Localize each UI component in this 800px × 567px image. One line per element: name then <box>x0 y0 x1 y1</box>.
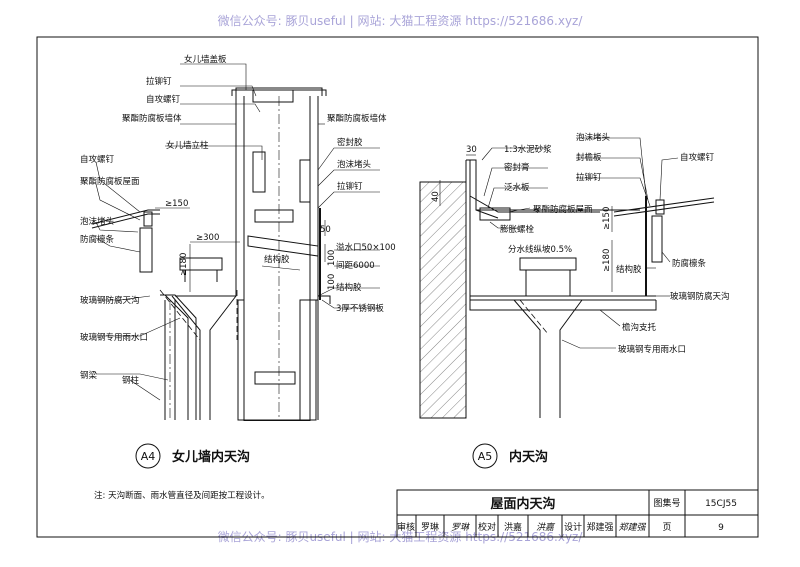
a4-struct-glue2-label: 结构胶 <box>336 282 362 293</box>
a5-drain-label: 玻璃钢专用雨水口 <box>618 344 686 355</box>
a5-support-label: 檐沟支托 <box>622 322 657 333</box>
a5-mortar-label: 1:3水泥砂浆 <box>504 144 552 155</box>
atlas-label: 图集号 <box>653 497 680 509</box>
a5-dim-180: ≥180 <box>602 249 612 272</box>
a4-post-label: 女儿墙立柱 <box>166 140 209 151</box>
a4-wall-left-label: 聚酯防腐板墙体 <box>122 113 182 124</box>
review-label: 审核 <box>397 521 415 533</box>
a5-title: 内天沟 <box>509 449 548 465</box>
a4-dim-50: 50 <box>320 225 331 235</box>
review-signature: 罗琳 <box>451 522 470 533</box>
a4-dim-150: ≥150 <box>165 199 188 209</box>
a4-struct-glue1-label: 结构胶 <box>264 254 290 265</box>
a4-screw-left-label: 自攻螺钉 <box>80 154 115 165</box>
a5-anchor-label: 膨胀螺栓 <box>500 224 535 235</box>
a4-spacing-label: 间距6000 <box>336 261 375 271</box>
a4-foam-right-label: 泡沫堵头 <box>337 159 372 170</box>
a5-flashing-label: 泛水板 <box>504 182 530 193</box>
a5-rivet-label: 拉铆钉 <box>576 172 602 183</box>
a5-labels: 1:3水泥砂浆 密封膏 泛水板 聚酯防腐板屋面 膨胀螺栓 分水线纵坡0.5% 泡… <box>431 132 730 355</box>
a4-coping-label: 女儿墙盖板 <box>184 54 227 65</box>
a4-caption: A4 女儿墙内天沟 <box>135 443 250 469</box>
page-label: 页 <box>662 522 671 533</box>
design-signature: 郑建强 <box>618 522 646 533</box>
a4-wall-right-label: 聚酯防腐板墙体 <box>327 113 387 124</box>
a4-gutter-label: 玻璃钢防腐天沟 <box>80 295 140 306</box>
review-name: 罗琳 <box>421 521 439 533</box>
a4-marker: A4 <box>141 450 156 463</box>
a4-sealant-label: 密封胶 <box>337 137 363 148</box>
note-text: 注: 天沟断面、雨水管直径及间距按工程设计。 <box>94 490 270 501</box>
a4-beam-label: 钢梁 <box>80 370 98 381</box>
page-number: 9 <box>718 523 724 533</box>
a5-struct-glue-label: 结构胶 <box>616 264 642 275</box>
a5-screw-label: 自攻螺钉 <box>680 152 715 163</box>
a4-drain-label: 玻璃钢专用雨水口 <box>80 332 148 343</box>
a4-column-label: 钢柱 <box>122 375 140 386</box>
a5-roof-panel-label: 聚酯防腐板屋面 <box>533 204 593 215</box>
a5-dim-30: 30 <box>466 145 477 155</box>
a4-rivet1-label: 拉铆钉 <box>146 76 172 87</box>
a4-screw1-label: 自攻螺钉 <box>146 94 181 105</box>
a4-overflow-label: 溢水口50×100 <box>336 242 396 253</box>
check-signature: 洪嘉 <box>536 522 556 533</box>
title-block: 屋面内天沟 图集号 15CJ55 审核 罗琳 罗琳 校对 洪嘉 洪嘉 设计 郑建… <box>396 489 759 538</box>
a5-dim-40: 40 <box>431 191 441 202</box>
check-label: 校对 <box>478 521 496 533</box>
a4-rivet2-label: 拉铆钉 <box>337 181 363 192</box>
a4-title: 女儿墙内天沟 <box>172 449 250 465</box>
detail-a4 <box>91 63 380 421</box>
a4-purlin-label: 防腐檩条 <box>80 234 115 245</box>
a5-foam-label: 泡沫堵头 <box>576 132 611 143</box>
a4-dim-180: ≥180 <box>179 253 189 276</box>
title-block-title: 屋面内天沟 <box>490 496 555 512</box>
watermark-top: 微信公众号: 豚贝useful | 网站: 大猫工程资源 https://521… <box>217 14 583 28</box>
a5-purlin-label: 防腐檩条 <box>672 258 707 269</box>
design-label: 设计 <box>564 521 582 533</box>
a4-steel-plate-label: 3厚不锈钢板 <box>336 303 384 314</box>
detail-a5 <box>419 137 715 419</box>
a5-gutter-label: 玻璃钢防腐天沟 <box>670 291 730 302</box>
a4-labels: 女儿墙盖板 拉铆钉 自攻螺钉 聚酯防腐板墙体 聚酯防腐板墙体 女儿墙立柱 密封胶… <box>80 54 396 386</box>
a5-dim-150: ≥150 <box>602 207 612 230</box>
a4-dim-100a: 100 <box>327 250 337 266</box>
design-name: 郑建强 <box>586 521 613 533</box>
a5-sealant-label: 密封膏 <box>504 162 530 173</box>
a5-caption: A5 内天沟 <box>472 443 548 469</box>
a5-eave-label: 封檐板 <box>576 152 602 163</box>
a5-marker: A5 <box>478 450 493 463</box>
a5-slope-label: 分水线纵坡0.5% <box>508 244 572 255</box>
a4-roof-panel-label: 聚酯防腐板屋面 <box>80 176 140 187</box>
a4-dim-300: ≥300 <box>196 233 219 243</box>
a4-dim-100b: 100 <box>327 274 337 290</box>
check-name: 洪嘉 <box>504 521 522 533</box>
atlas-number: 15CJ55 <box>705 499 737 509</box>
a4-foam-left-label: 泡沫堵头 <box>80 216 115 227</box>
